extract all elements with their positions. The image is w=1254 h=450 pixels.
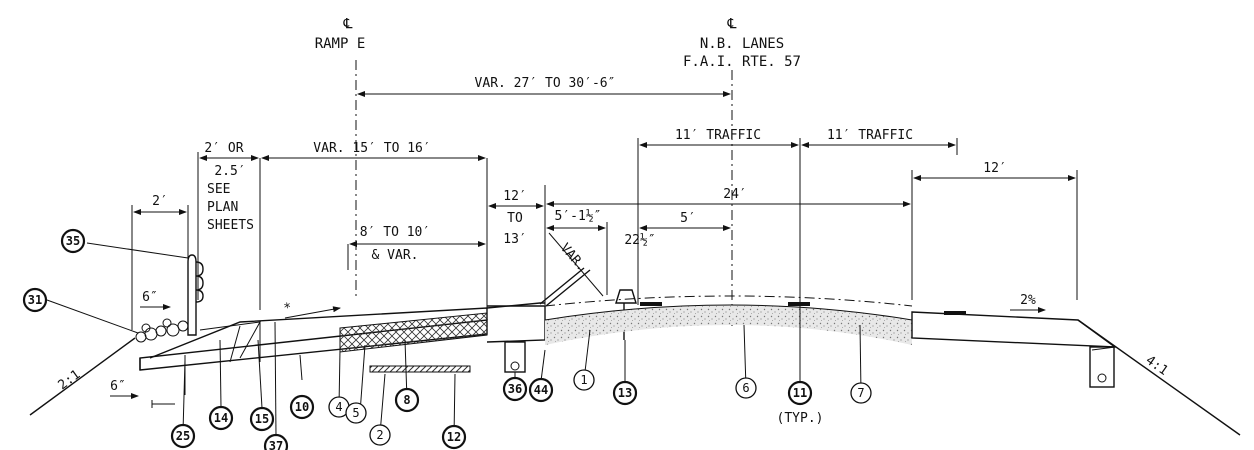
- svg-text:4: 4: [335, 400, 342, 414]
- ground-left: 2:1: [29, 337, 136, 416]
- dim-2-or-25: 2′ OR 2.5′ SEE PLAN SHEETS: [197, 141, 259, 300]
- callout-balloon: 36: [502, 376, 528, 402]
- callout-balloon: 10: [289, 394, 315, 420]
- two-ft-text: 2′: [152, 194, 168, 209]
- callout-balloon: 12: [441, 424, 467, 450]
- sheets-text: SHEETS: [207, 218, 254, 233]
- five-half-text: 5′-1½″: [555, 209, 602, 224]
- dim-traffic-right: 11′ TRAFFIC: [799, 128, 958, 305]
- svg-text:25: 25: [176, 429, 190, 443]
- callout-balloon: 8: [394, 387, 420, 413]
- svg-text:10: 10: [295, 400, 309, 414]
- to-text: TO: [507, 211, 523, 226]
- svg-text:6: 6: [742, 381, 749, 395]
- plan-text: PLAN: [207, 200, 238, 215]
- dim-12-right: 12′: [911, 161, 1078, 300]
- dim-8-10: 8′ TO 10′ & VAR.: [347, 225, 486, 270]
- dim-6in-top: 6″: [140, 290, 171, 310]
- dim-5: 5′ 22½″: [624, 211, 731, 248]
- var-diag-text: VAR.: [557, 241, 589, 274]
- dim-traffic-left: 11′ TRAFFIC: [637, 128, 799, 305]
- traffic-right-text: 11′ TRAFFIC: [827, 128, 913, 143]
- twentytwo-half-text: 22½″: [624, 233, 655, 248]
- callout-balloon: 1: [573, 369, 595, 391]
- right-shoulder: 2%: [911, 293, 1118, 388]
- dim-24: 24′: [546, 187, 911, 207]
- callout-balloon: 5: [345, 402, 367, 424]
- svg-text:15: 15: [255, 412, 269, 426]
- var-diagonal: VAR.: [548, 232, 604, 297]
- curb-post: [504, 267, 637, 373]
- svg-text:31: 31: [28, 293, 42, 307]
- dim-6in-bottom: 6″: [110, 379, 175, 408]
- slope-left-text: 2:1: [56, 367, 84, 393]
- callout-leaders: [46, 242, 862, 438]
- two-or-text: 2′ OR: [204, 141, 243, 156]
- dim-var-27-30: VAR. 27′ TO 30′-6″: [357, 76, 731, 97]
- svg-text:14: 14: [214, 411, 228, 425]
- svg-text:11: 11: [793, 386, 807, 400]
- dim-5-half: 5′-1½″: [546, 209, 608, 295]
- callout-balloon: 14: [208, 405, 234, 431]
- callout-balloon: 7: [850, 382, 872, 404]
- svg-text:5: 5: [352, 406, 359, 420]
- traffic-left-text: 11′ TRAFFIC: [675, 128, 761, 143]
- callout-balloon: 2: [369, 424, 391, 446]
- callout-balloon: 31: [22, 287, 48, 313]
- callout-balloon: 11: [787, 380, 813, 406]
- svg-text:12: 12: [447, 430, 461, 444]
- svg-text:35: 35: [66, 234, 80, 248]
- ramp-baseline-symbol: ℄: [343, 16, 353, 32]
- dim-var-15-16: VAR. 15′ TO 16′: [259, 141, 488, 310]
- two-five-text: 2.5′: [214, 164, 245, 179]
- var-15-16-text: VAR. 15′ TO 16′: [313, 141, 430, 156]
- lanes-centerline: ℄ N.B. LANES F.A.I. RTE. 57: [683, 16, 801, 330]
- eight-ten-text: 8′ TO 10′: [360, 225, 430, 240]
- callout-balloon: 6: [735, 377, 757, 399]
- six-in-top-text: 6″: [142, 290, 158, 305]
- lanes-centerline-symbol: ℄: [727, 16, 737, 32]
- five-ft-text: 5′: [680, 211, 696, 226]
- svg-text:8: 8: [403, 393, 410, 407]
- dim-var-27-30-text: VAR. 27′ TO 30′-6″: [475, 76, 616, 91]
- and-var-text: & VAR.: [372, 248, 419, 263]
- star-text: *: [283, 301, 293, 317]
- svg-text:44: 44: [534, 383, 548, 397]
- six-in-bottom-text: 6″: [110, 379, 126, 394]
- svg-text:7: 7: [857, 386, 864, 400]
- dim-2-left: 2′: [131, 194, 189, 330]
- dim-12-13: 12′ TO 13′: [488, 185, 546, 305]
- callout-balloon: 44: [528, 377, 554, 403]
- svg-text:36: 36: [508, 382, 522, 396]
- svg-text:37: 37: [269, 439, 283, 450]
- left-pavement: *: [139, 301, 546, 395]
- barrier-wall: [187, 254, 204, 336]
- twelve-right-text: 12′: [983, 161, 1006, 176]
- mainline-pavement: [544, 295, 966, 345]
- callout-balloon: 15: [249, 406, 275, 432]
- lanes-label-line2: F.A.I. RTE. 57: [683, 54, 801, 70]
- cross-slope-text: 2%: [1020, 293, 1036, 308]
- svg-text:13: 13: [618, 386, 632, 400]
- stone-riprap: [135, 318, 189, 343]
- callout-balloon: 13: [612, 380, 638, 406]
- ramp-baseline-label: RAMP E: [315, 36, 366, 52]
- callout-balloon: 25: [170, 423, 196, 449]
- twentyfour-text: 24′: [723, 187, 746, 202]
- callout-balloon: 35: [60, 228, 86, 254]
- svg-text:1: 1: [580, 373, 587, 387]
- callout-balloon: 37: [263, 433, 289, 450]
- lanes-label-line1: N.B. LANES: [700, 36, 784, 52]
- twelve-text: 12′: [503, 189, 526, 204]
- slope-right-text: 4:1: [1143, 353, 1171, 379]
- svg-text:2: 2: [376, 428, 383, 442]
- see-text: SEE: [207, 182, 230, 197]
- thirteen-text: 13′: [503, 232, 526, 247]
- typ-text: (TYP.): [777, 411, 824, 426]
- ramp-baseline: ℄ RAMP E: [315, 16, 366, 300]
